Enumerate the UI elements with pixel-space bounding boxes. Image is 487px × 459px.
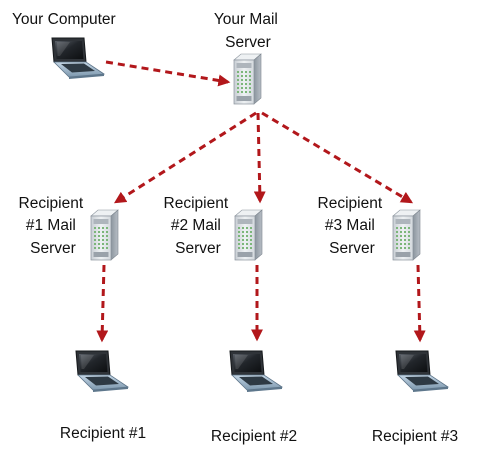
your-computer-label: Your Computer <box>12 11 116 28</box>
recipient3-mail-server-icon <box>392 209 421 261</box>
recipient2-mail-server-icon <box>234 209 263 261</box>
recipient3-server-label-line: Recipient <box>318 195 383 212</box>
recipient3-server-label-line: Server <box>329 240 375 257</box>
arrow-computer-to-mail-server <box>105 60 231 87</box>
recipient2-label: Recipient #2 <box>211 428 297 445</box>
recipient1-mail-server-icon <box>90 209 119 261</box>
arrow-mail-server-to-recipient3-server <box>261 111 414 204</box>
arrow-mail-server-to-recipient1-server <box>113 111 257 204</box>
recipient2-server-label-line: Server <box>175 240 221 257</box>
recipient1-server-label: Recipient #1 Mail Server <box>19 195 88 257</box>
connection-arrows <box>96 60 426 343</box>
arrow-mail-server-to-recipient2-server <box>253 112 266 204</box>
arrow-recipient1-server-to-recipient1 <box>96 264 109 343</box>
recipient1-server-label-line: Server <box>30 240 76 257</box>
recipient1-server-label-line: Recipient <box>19 195 84 212</box>
recipient3-server-label-line: #3 Mail <box>325 217 375 234</box>
recipient2-server-label: Recipient #2 Mail Server <box>164 195 233 257</box>
your-computer-laptop-icon <box>51 37 105 80</box>
recipient1-server-label-line: #1 Mail <box>26 217 76 234</box>
recipient1-laptop-icon <box>75 350 129 393</box>
your-mail-server-icon <box>233 53 262 105</box>
recipient2-server-label-line: Recipient <box>164 195 229 212</box>
your-mail-server-label-line: Your Mail <box>214 11 278 28</box>
your-mail-server-label-line: Server <box>225 34 271 51</box>
recipient3-label: Recipient #3 <box>372 428 458 445</box>
recipient3-server-label: Recipient #3 Mail Server <box>318 195 387 257</box>
recipient1-label: Recipient #1 <box>60 425 146 442</box>
recipient2-laptop-icon <box>229 350 283 393</box>
recipient2-server-label-line: #2 Mail <box>171 217 221 234</box>
your-mail-server-label: Your Mail Server <box>214 11 282 51</box>
arrow-recipient3-server-to-recipient3 <box>413 264 426 343</box>
recipient3-laptop-icon <box>395 350 449 393</box>
